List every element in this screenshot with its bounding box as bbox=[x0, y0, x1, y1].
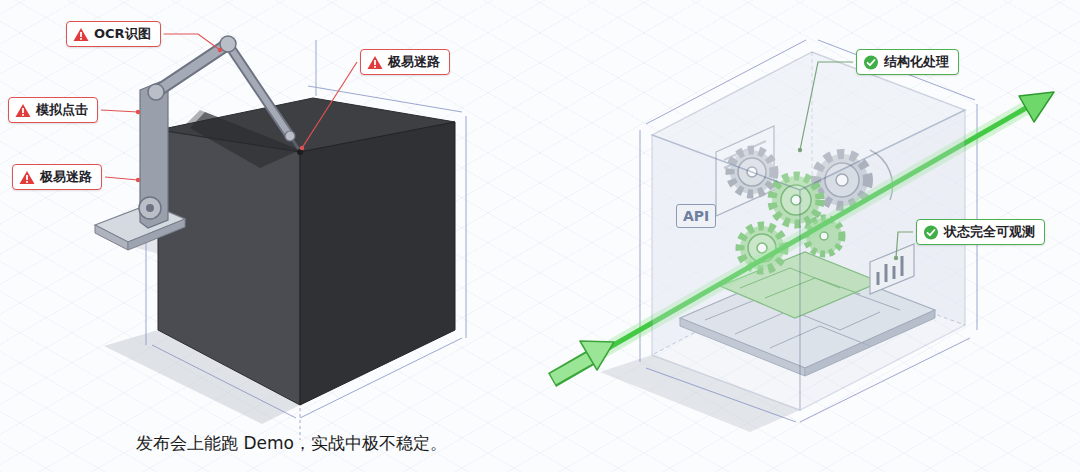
check-icon bbox=[863, 55, 879, 70]
check-circle bbox=[864, 55, 878, 69]
callout-text: 模拟点击 bbox=[36, 101, 88, 119]
api-panel: API bbox=[676, 204, 716, 228]
caption: 发布会上能跑 Demo，实战中极不稳定。 bbox=[136, 432, 447, 455]
leader-line bbox=[105, 177, 138, 180]
leader-dot bbox=[798, 148, 802, 152]
robot-joint bbox=[146, 204, 154, 212]
warning-mark bbox=[374, 60, 376, 65]
leader-dot bbox=[894, 256, 898, 260]
leader-dot bbox=[136, 178, 140, 182]
warning-callout: 模拟点击 bbox=[8, 97, 98, 123]
warning-callout: 极易迷路 bbox=[360, 49, 450, 75]
leader-line bbox=[101, 110, 138, 112]
robot-column bbox=[140, 82, 168, 228]
input-arrow bbox=[553, 358, 590, 379]
check-mark bbox=[868, 60, 875, 65]
callout-text: API bbox=[683, 208, 709, 224]
robot-forearm bbox=[228, 44, 290, 136]
callout-text: 极易迷路 bbox=[40, 168, 92, 186]
dimension-lines bbox=[640, 40, 977, 422]
dimension-line bbox=[316, 40, 317, 96]
robot-joint bbox=[148, 84, 164, 100]
warning-icon bbox=[15, 103, 31, 118]
leader-dot bbox=[300, 146, 304, 150]
leader-dot bbox=[218, 48, 222, 52]
robot-joint bbox=[139, 197, 161, 219]
robot-joint bbox=[220, 36, 236, 52]
robot-upper-arm bbox=[156, 44, 228, 92]
input-arrow-head bbox=[580, 341, 614, 370]
leader-line bbox=[896, 232, 913, 258]
leader-line bbox=[164, 34, 220, 50]
callout-text: 状态完全可观测 bbox=[944, 223, 1035, 241]
check-icon bbox=[923, 225, 939, 240]
warning-triangle bbox=[74, 28, 89, 41]
callout-text: 结构化处理 bbox=[884, 53, 949, 71]
output-arrow-head bbox=[1019, 92, 1054, 122]
warning-triangle bbox=[20, 171, 35, 184]
warning-icon bbox=[73, 27, 89, 42]
glass-front-left bbox=[652, 135, 800, 410]
warning-mark bbox=[26, 175, 28, 180]
dimension-line bbox=[466, 116, 467, 338]
warning-mark bbox=[22, 114, 24, 116]
warning-icon bbox=[367, 55, 383, 70]
leader-line bbox=[800, 62, 853, 150]
callout-text: 极易迷路 bbox=[388, 53, 440, 71]
leader-line bbox=[302, 62, 357, 148]
warning-mark bbox=[80, 38, 82, 40]
warning-icon bbox=[19, 170, 35, 185]
robot-joint bbox=[285, 131, 295, 141]
warning-mark bbox=[374, 66, 376, 68]
status-callout: 状态完全可观测 bbox=[916, 219, 1045, 245]
status-callout: 结构化处理 bbox=[856, 49, 959, 75]
robot-forearm bbox=[228, 44, 290, 136]
black-box-left bbox=[158, 130, 300, 405]
warning-callout: OCR识图 bbox=[66, 21, 161, 47]
robot-base-side bbox=[95, 225, 128, 250]
callout-text: OCR识图 bbox=[94, 25, 151, 43]
input-arrow bbox=[552, 358, 590, 380]
leader-dot bbox=[136, 110, 140, 114]
black-box-right bbox=[300, 122, 455, 405]
warning-triangle bbox=[16, 104, 31, 117]
warning-mark bbox=[22, 108, 24, 113]
warning-triangle bbox=[368, 56, 383, 69]
warning-mark bbox=[26, 181, 28, 183]
warning-callout: 极易迷路 bbox=[12, 164, 102, 190]
check-mark bbox=[928, 230, 935, 235]
dimension-lines bbox=[146, 40, 466, 440]
robot-upper-arm bbox=[156, 44, 228, 92]
glass-front-right bbox=[800, 110, 965, 410]
check-circle bbox=[924, 225, 938, 239]
warning-mark bbox=[80, 32, 82, 37]
